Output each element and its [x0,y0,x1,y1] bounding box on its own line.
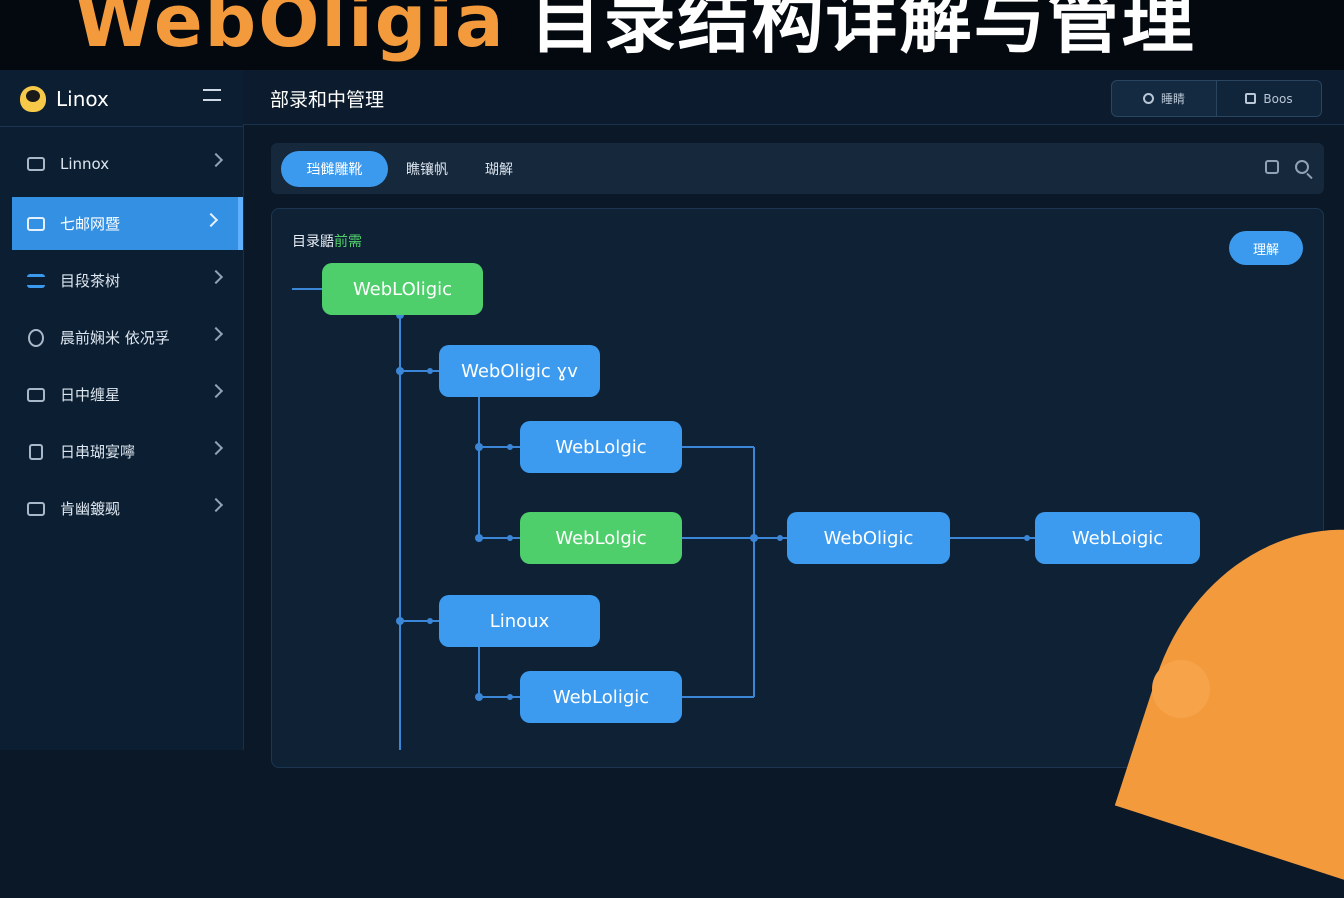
penguin-logo-icon [20,86,46,112]
sidebar: Linox Linnox 七邮网暨 目段茶树 晨前娴米 依况孚 日中缠星 日串瑚… [0,70,244,750]
tab-1[interactable]: 珰雠雕靴 [281,151,388,187]
sidebar-item-label: 肯幽鍍觋 [60,500,121,518]
hamburger-menu-icon[interactable] [203,89,221,101]
filter-icon[interactable] [1265,160,1279,174]
header-button-1-label: 睡睛 [1160,92,1185,106]
orange-circle-decoration [1152,660,1210,718]
circle-icon [1142,93,1154,104]
chevron-right-icon [208,440,224,456]
chevron-right-icon [208,326,224,342]
sidebar-item-5[interactable]: 日中缠星 [12,368,243,421]
tree-node-root[interactable]: WebLOligic [322,263,483,315]
chevron-right-icon [208,269,224,285]
tree-node-3[interactable]: WebLolgic [520,421,682,473]
panel-title-main: 目录鼯 [292,234,334,250]
grid-icon [1245,93,1257,104]
tab-bar: 珰雠雕靴 瞧镶帆 瑚解 [271,143,1324,194]
tab-2[interactable]: 瞧镶帆 [406,162,448,178]
sidebar-divider [0,126,243,127]
banner-title: WebOligia 目录结构详解与管理 [75,0,1196,66]
panel-title: 目录鼯前需 [292,231,362,251]
drive-icon [26,387,46,403]
panel-icon [26,501,46,517]
lock-icon [26,443,46,460]
panel-title-highlight: 前需 [334,234,362,250]
top-header: 部录和中管理 睡睛 Boos [243,70,1344,125]
tree-node-4[interactable]: WebLolgic [520,512,682,564]
page-title: 部录和中管理 [270,89,385,111]
header-button-1[interactable]: 睡睛 [1112,81,1216,116]
title-banner: WebOligia 目录结构详解与管理 [0,0,1344,70]
banner-title-zh: 目录结构详解与管理 [529,0,1196,63]
chevron-right-icon [208,497,224,513]
sidebar-item-label: Linnox [60,154,110,173]
sidebar-item-label: 目段茶树 [60,272,121,290]
sidebar-item-1[interactable]: Linnox [12,137,243,190]
brand[interactable]: Linox [20,82,109,116]
sidebar-item-label: 七邮网暨 [60,215,121,233]
chevron-right-icon [203,212,219,228]
folder-icon [26,216,46,232]
sidebar-item-3[interactable]: 目段茶树 [12,254,243,307]
panel-action-button[interactable]: 理解 [1229,231,1303,265]
tab-3[interactable]: 瑚解 [485,162,513,178]
header-button-2-label: Boos [1263,91,1293,106]
banner-title-en: WebOligia [75,0,506,63]
sidebar-item-4[interactable]: 晨前娴米 依况孚 [12,311,243,364]
tree-node-6[interactable]: WebLoigic [1035,512,1200,564]
sidebar-item-label: 日串瑚宴嚀 [60,443,136,461]
chevron-right-icon [208,152,224,168]
sidebar-item-2[interactable]: 七邮网暨 [12,197,243,250]
sidebar-item-6[interactable]: 日串瑚宴嚀 [12,425,243,478]
window-icon [26,156,46,172]
brand-name: Linox [56,87,109,111]
list-icon [26,273,46,289]
drop-icon [26,328,46,347]
tree-node-8[interactable]: WebLoligic [520,671,682,723]
tree-node-7[interactable]: Linoux [439,595,600,647]
search-icon[interactable] [1295,160,1309,174]
sidebar-item-7[interactable]: 肯幽鍍觋 [12,482,243,535]
header-button-2[interactable]: Boos [1216,81,1321,116]
chevron-right-icon [208,383,224,399]
sidebar-item-label: 晨前娴米 依况孚 [60,329,170,347]
sidebar-item-label: 日中缠星 [60,386,121,404]
tree-node-5[interactable]: WebOligic [787,512,950,564]
tree-node-2[interactable]: WebOligic ɣv [439,345,600,397]
header-button-group: 睡睛 Boos [1111,80,1322,117]
